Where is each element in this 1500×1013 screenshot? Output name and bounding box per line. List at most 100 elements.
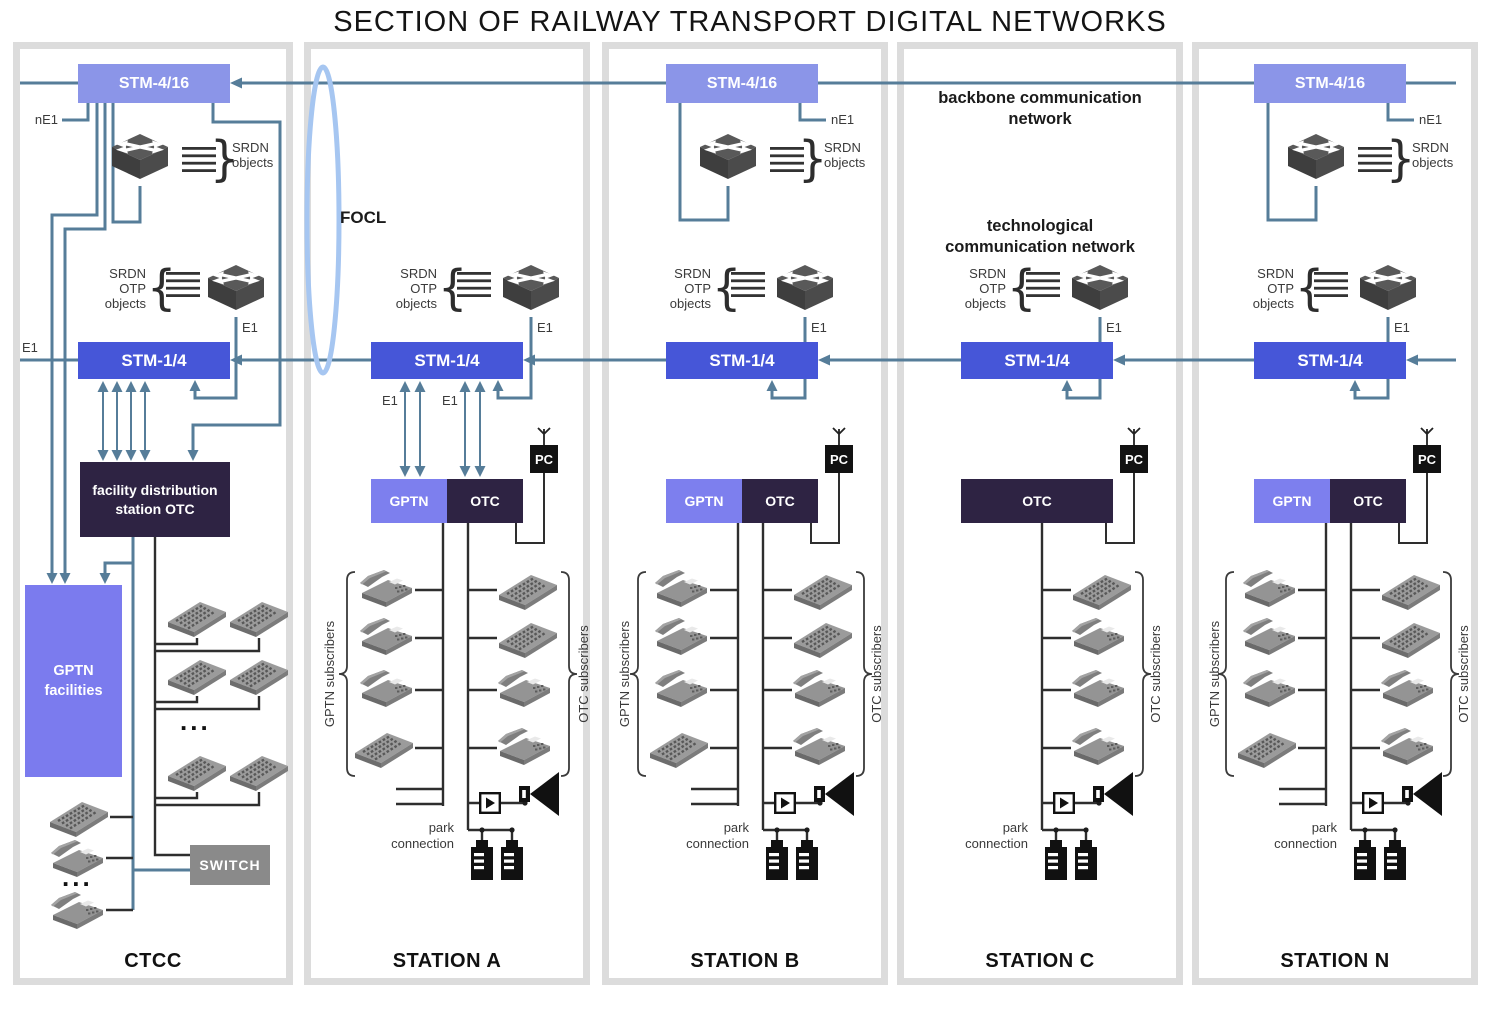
- keypad-icon: [1380, 573, 1442, 611]
- park-column-icon: [796, 840, 818, 880]
- ellipsis: ...: [62, 862, 93, 892]
- subscribers-bracket: [1217, 571, 1235, 777]
- stm14-box: STM-1/4: [1254, 342, 1406, 379]
- keypad-icon: [792, 573, 854, 611]
- keypad-icon: [353, 731, 415, 769]
- srdn-objects-label: SRDN objects: [824, 140, 866, 170]
- phone-icon: [498, 728, 550, 765]
- stm-trunk-line: [20, 354, 1456, 366]
- stm14-box: STM-1/4: [666, 342, 818, 379]
- e1-label: E1: [1394, 320, 1410, 335]
- otc-box: OTC: [742, 479, 818, 523]
- phone-icon: [51, 892, 103, 929]
- station-name: STATION B: [690, 950, 800, 972]
- page-title: SECTION OF RAILWAY TRANSPORT DIGITAL NET…: [333, 6, 1167, 38]
- srdn-otp-objects-label: SRDN OTP objects: [669, 266, 711, 311]
- subscribers-bracket: [629, 571, 647, 777]
- stm14-box: STM-1/4: [371, 342, 523, 379]
- ne1-label: nE1: [1419, 112, 1443, 127]
- subscribers-bracket: [1134, 571, 1152, 777]
- keypad-icon: [792, 621, 854, 659]
- phone-icon: [1381, 670, 1433, 707]
- pc-box: PC: [1413, 445, 1441, 473]
- loudspeaker-icon: [1093, 772, 1133, 816]
- otc-box: OTC: [1330, 479, 1406, 523]
- park-column-icon: [471, 840, 493, 880]
- keypad-icon: [48, 800, 110, 838]
- park-column-icon: [1045, 840, 1067, 880]
- srdn-objects-label: SRDN objects: [232, 140, 274, 170]
- station-name: STATION N: [1280, 950, 1390, 972]
- srdn-otp-router-icon: [206, 263, 266, 312]
- station-name: CTCC: [124, 950, 182, 972]
- antenna-icon: [1127, 427, 1141, 445]
- phone-icon: [655, 670, 707, 707]
- backbone-line: [20, 77, 1456, 89]
- gptn-box: GPTN: [666, 479, 742, 523]
- phone-icon: [498, 670, 550, 707]
- e1-label: E1: [1106, 320, 1122, 335]
- srdn-otp-objects-label: SRDN OTP objects: [104, 266, 146, 311]
- otc-box: OTC: [447, 479, 523, 523]
- gptn-box: GPTN: [371, 479, 447, 523]
- phone-icon: [655, 570, 707, 607]
- keypad-icon: [228, 658, 290, 696]
- brace-glyph: {: [147, 258, 177, 316]
- keypad-icon: [497, 573, 559, 611]
- gptn-subscribers-label: GPTN subscribers: [616, 620, 632, 728]
- park-column-icon: [1384, 840, 1406, 880]
- phone-icon: [1381, 728, 1433, 765]
- srdn-router-icon: [698, 132, 758, 181]
- phone-icon: [655, 618, 707, 655]
- station-name: STATION A: [392, 950, 502, 972]
- brace-glyph: {: [1295, 258, 1325, 316]
- brace-glyph: {: [1007, 258, 1037, 316]
- phone-icon: [1243, 670, 1295, 707]
- e1-label: E1: [242, 320, 258, 335]
- gptn-subscribers-label: GPTN subscribers: [1206, 620, 1222, 728]
- subscribers-bracket: [855, 571, 873, 777]
- station-a-wiring: [338, 317, 578, 840]
- phone-icon: [1072, 728, 1124, 765]
- phone-icon: [1072, 618, 1124, 655]
- pc-box: PC: [530, 445, 558, 473]
- brace-glyph: }: [210, 129, 240, 187]
- srdn-otp-objects-label: SRDN OTP objects: [964, 266, 1006, 311]
- park-connection-label: park connection: [391, 820, 454, 851]
- phone-icon: [793, 728, 845, 765]
- srdn-router-icon: [1286, 132, 1346, 181]
- keypad-icon: [1380, 621, 1442, 659]
- srdn-otp-objects-label: SRDN OTP objects: [1252, 266, 1294, 311]
- backbone-network-label: backbone communication network: [938, 89, 1142, 128]
- amplifier-icon: [774, 792, 796, 814]
- antenna-icon: [1420, 427, 1434, 445]
- phone-icon: [360, 618, 412, 655]
- antenna-icon: [537, 427, 551, 445]
- otc-subscribers-label: OTC subscribers: [868, 625, 884, 723]
- technological-network-label: technological communication network: [945, 217, 1135, 256]
- keypad-icon: [648, 731, 710, 769]
- srdn-objects-label: SRDN objects: [1412, 140, 1454, 170]
- subscribers-bracket: [338, 571, 356, 777]
- gptn-facilities-box: GPTN facilities: [25, 585, 122, 777]
- amplifier-icon: [1053, 792, 1075, 814]
- stm416-box: STM-4/16: [1254, 64, 1406, 103]
- loudspeaker-icon: [814, 772, 854, 816]
- park-connection-label: park connection: [686, 820, 749, 851]
- keypad-icon: [166, 600, 228, 638]
- station-b-wiring: [629, 103, 873, 840]
- stm14-box: STM-1/4: [961, 342, 1113, 379]
- phone-icon: [1243, 570, 1295, 607]
- e1-label: E1: [537, 320, 553, 335]
- station-name: STATION C: [985, 950, 1095, 972]
- ne1-label: nE1: [34, 112, 58, 127]
- stm416-box: STM-4/16: [666, 64, 818, 103]
- park-column-icon: [501, 840, 523, 880]
- phone-icon: [360, 570, 412, 607]
- e1-label: E1: [22, 340, 38, 355]
- e1-label: E1: [811, 320, 827, 335]
- phone-icon: [360, 670, 412, 707]
- subscribers-bracket: [1442, 571, 1460, 777]
- station-c-wiring: [1040, 317, 1152, 840]
